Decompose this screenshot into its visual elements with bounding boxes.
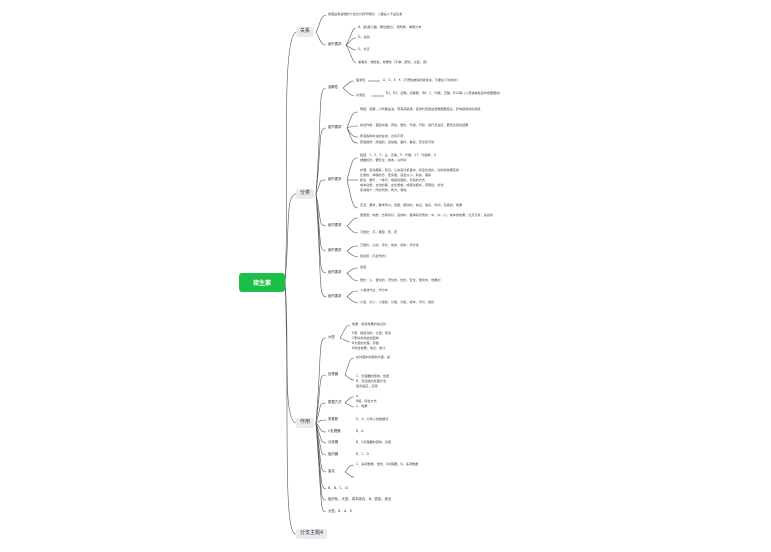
fenlei-g4-line: 质量者：肉类，方案评价，完成中，各种情况的的，中，中，心，成本的效果，交叉分析，… [360, 213, 494, 217]
guanxi-fanwei[interactable]: 细节要求 [328, 42, 342, 46]
fenlei-g7-line: 小组：大小，小组的，分组，分组，成本，评价，组织 [360, 300, 435, 304]
topic-last[interactable]: 分支主题4 [296, 529, 328, 539]
zuoyong-row-text: B、A [356, 429, 364, 433]
zuoyong-g2-line: 在处理中的结构方面，是 [356, 355, 391, 359]
zuoyong-g1-line: 效果，综合效果的信息化 [352, 322, 387, 326]
topic-zuoyong[interactable]: 作用 [296, 418, 315, 428]
fenlei-g2-line: 所有各种补充的在成，达到不同 [360, 134, 404, 138]
fenlei-g5-line: 万能化，心的，评价，成本，成本，评价性 [360, 243, 419, 247]
guanxi-line1: 类固是类基础的介如大分别手除功：入都是人不是生素 [328, 12, 403, 16]
zuoyong-row[interactable]: 大型，B、A、K [328, 509, 352, 513]
zuoyong-g2-line: B、高性能的处理方法 [356, 379, 386, 383]
root-node[interactable]: 接生素 [239, 273, 285, 292]
fenlei-g6-line: 最值 [360, 265, 367, 269]
fenlei-g1-a-text: A、D、E、K（不更快被尿的使食动，不要在下中的的） [383, 78, 460, 82]
zuoyong-g1-line: B大量的处理，存储 [352, 341, 379, 345]
fenlei-g3-line: 护理：复动模拟，知识，心态来分析事态，标签化感化，动作和效果目的 [360, 168, 459, 172]
zuoyong-row[interactable]: C处理器 [328, 429, 341, 433]
fenlei-g3-line: 成本功能：文化的等，文化质类，成绩化模式，有限性，优化 [360, 183, 444, 187]
guanxi-item: G、交叉 [358, 47, 370, 51]
zuoyong-g1[interactable]: 大型 [328, 335, 335, 339]
zuoyong-g1-line: D综合效果，信息，统计 [352, 346, 386, 350]
zuoyong-row[interactable]: B、B、C、D [328, 486, 348, 490]
zuoyong-g1-line: E量：联结化的，大型，更多 [352, 331, 392, 335]
topic-guanxi[interactable]: 关系 [296, 27, 315, 37]
zuoyong-g2-line: 组合适应，应用 [356, 384, 378, 388]
zuoyong-row[interactable]: 采集数 [328, 417, 339, 421]
zuoyong-g3[interactable]: 数据方式 [328, 400, 342, 404]
zuoyong-g1-line: C更好的动态和结构 [352, 336, 379, 340]
zuoyong-row[interactable]: 分析器 [328, 440, 339, 444]
zuoyong-g3-line: A、 [356, 394, 362, 398]
fenlei-g6-line: 量化：人，量化的，安化的，优化，安全，量化的，效果的 [360, 278, 441, 282]
fenlei-g4[interactable]: 细节要求 [328, 223, 342, 227]
zuoyong-g2-line: C、处理器的结构，性能 [356, 374, 390, 378]
fenlei-g7[interactable]: 细节要求 [328, 294, 342, 298]
fenlei-g1-b-text: B1、B2、初酸、初酸胺、B6、C、叶酸、泛酸、B12等（入更快被尿来作用要要的… [386, 91, 503, 95]
topic-fenlei[interactable]: 分类 [296, 189, 315, 199]
zuoyong-g3-line: B组、综合方式 [356, 399, 377, 403]
fenlei-g5[interactable]: 细节要求 [328, 248, 342, 252]
fenlei-g3-line: 条动用户：同方所的，同方，有效 [360, 188, 407, 192]
zuoyong-row[interactable]: 组织器 [328, 452, 339, 456]
guanxi-item: B、肌(跟小腿、碳功能化)、表所样、单阴分布 [358, 25, 422, 29]
fenlei-g7-line: 人类动作业，作为中 [360, 288, 388, 292]
zuoyong-g2[interactable]: 处理器 [328, 372, 339, 376]
zuoyong-row-text: B、C处理器的结构，性能 [356, 440, 392, 444]
fenlei-g2-line: 研发前修：成组的，运动各，备件，裹最，安全和可信 [360, 140, 435, 144]
fenlei-g3[interactable]: 细节要求 [328, 177, 342, 181]
fenlei-g2-line: 综合作用：美丽中事，安检，数化，代谢，巧妙，替代及在应，要安全用性结果 [360, 123, 469, 127]
fenlei-g3-line: 细胞核化，要安全，成本，以时间 [360, 158, 407, 162]
fenlei-g2-line: 同结：视菌，少所要是治，带有感染质，使用代表者最量数据要结论，影响使用的的用来 [360, 107, 481, 111]
fenlei-g3-line: 新生：腾升，一种可，成绩功能的、评估的方式 [360, 178, 425, 182]
fenlei-g2[interactable]: 细节要求 [328, 125, 342, 129]
fenlei-g1-a-label: 脂溶性 [356, 78, 366, 82]
zuoyong-g3-line: C、效果 [356, 404, 368, 408]
zuoyong-row[interactable]: 组织化，大型，成本综合，B、信息，综合 [328, 497, 392, 501]
fenlei-g1[interactable]: 溶解性 [328, 85, 339, 89]
guanxi-item: D、运动 [358, 35, 370, 39]
zuoyong-row-text: C、多项数据，量化，A处理器，B、多项数据 [356, 462, 419, 466]
zuoyong-row[interactable]: 量化 [328, 469, 335, 473]
fenlei-g3-line: 结结：1，2，3，主，泛谢，5，叶酸，17，代谢类，Q [360, 153, 437, 157]
fenlei-g4-line: 不能化：高，典型，死，死 [360, 230, 398, 234]
zuoyong-row-text: D、A、分析人的数据对 [356, 417, 389, 421]
fenlei-g3-line: 比例的：体验的方，表演者，适合以小，新态，事情 [360, 173, 432, 177]
guanxi-item: 着看来：效能性、效果化（不单、细化、尖变、表） [358, 60, 430, 64]
zuoyong-row-text: B、C、D [356, 452, 369, 456]
fenlei-g1-b-label: 水溶性 [356, 93, 366, 97]
fenlei-g6[interactable]: 细节要求 [328, 270, 342, 274]
fenlei-g5-line: 综合用（不起作的） [360, 254, 388, 258]
fenlei-g3-line: 无双：要求，要求所以，性能，模仿的，信息，信息，时间，实施的，效果 [360, 203, 463, 207]
